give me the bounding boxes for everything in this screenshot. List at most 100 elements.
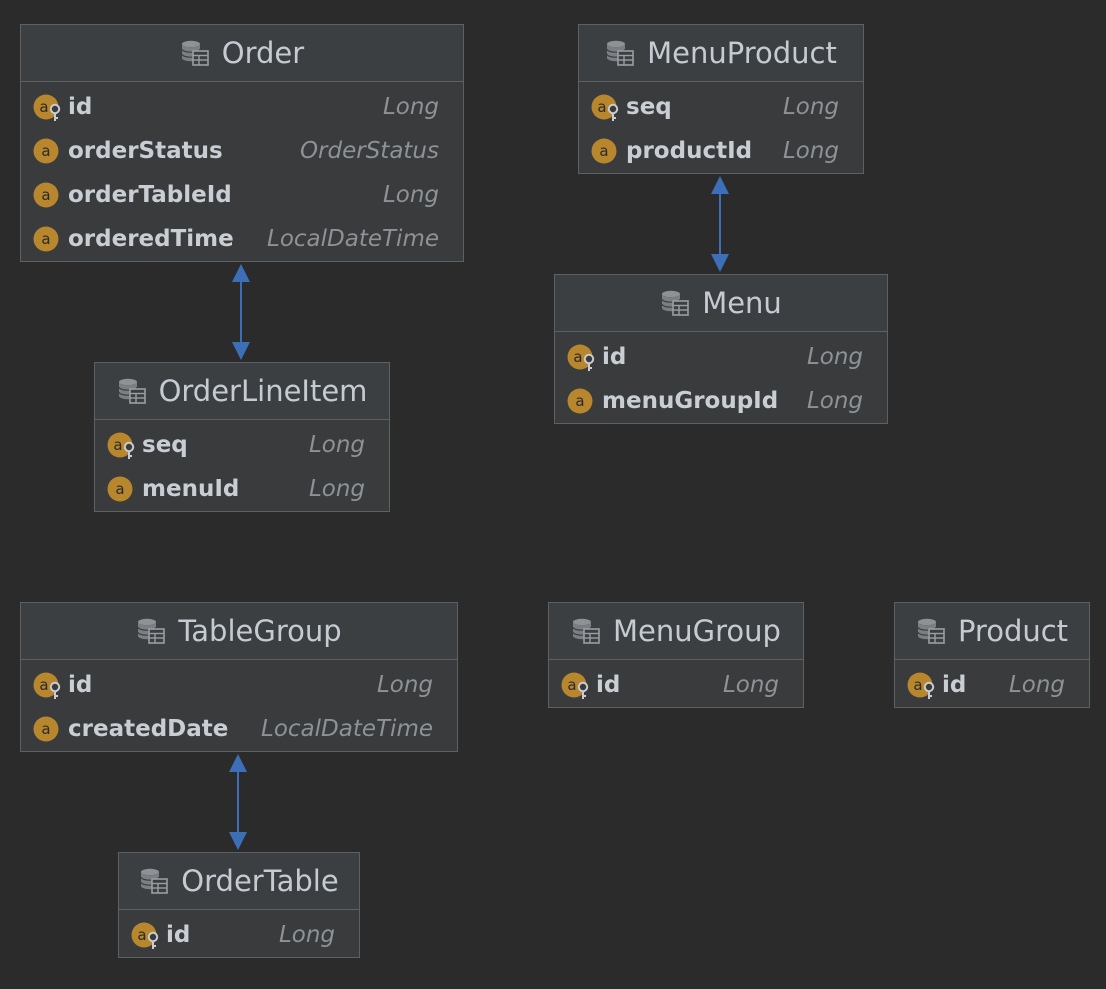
database-table-icon	[117, 376, 147, 406]
field-type: Long	[382, 94, 439, 120]
field-name: id	[602, 344, 627, 370]
field-row[interactable]: createdDate LocalDateTime	[21, 707, 457, 751]
entity-header: MenuGroup	[549, 603, 803, 660]
entity-header: Product	[895, 603, 1089, 660]
entity-title: TableGroup	[178, 614, 342, 648]
field-row[interactable]: orderTableId Long	[21, 173, 463, 217]
database-table-icon	[571, 616, 601, 646]
entity-title: OrderLineItem	[158, 374, 368, 408]
field-name: id	[68, 672, 93, 698]
attribute-icon	[33, 180, 63, 210]
database-table-icon	[605, 38, 635, 68]
entity-title: MenuGroup	[613, 614, 781, 648]
field-row[interactable]: orderedTime LocalDateTime	[21, 217, 463, 261]
field-name: orderedTime	[68, 226, 234, 252]
relation-menuproduct-menu[interactable]	[711, 176, 729, 272]
field-type: Long	[722, 672, 779, 698]
primary-key-attribute-icon	[561, 670, 591, 700]
field-row[interactable]: seq Long	[579, 85, 863, 129]
arrowhead-up-icon	[229, 754, 247, 772]
arrowhead-down-icon	[232, 342, 250, 360]
entity-ordertable[interactable]: OrderTable id Long	[118, 852, 360, 958]
field-type: Long	[382, 182, 439, 208]
entity-header: TableGroup	[21, 603, 457, 660]
entity-order[interactable]: Order id Long orderStatus OrderStatus or…	[20, 24, 464, 262]
database-table-icon	[660, 288, 690, 318]
field-row[interactable]: id Long	[549, 663, 803, 707]
field-row[interactable]: seq Long	[95, 423, 389, 467]
entity-header: OrderTable	[119, 853, 359, 910]
field-row[interactable]: id Long	[21, 663, 457, 707]
entity-title: MenuProduct	[647, 36, 837, 70]
primary-key-attribute-icon	[33, 670, 63, 700]
entity-menuproduct[interactable]: MenuProduct seq Long productId Long	[578, 24, 864, 174]
entity-header: Menu	[555, 275, 887, 332]
relation-order-orderlineitem[interactable]	[232, 264, 250, 360]
entity-header: Order	[21, 25, 463, 82]
primary-key-attribute-icon	[591, 92, 621, 122]
entity-header: MenuProduct	[579, 25, 863, 82]
database-table-icon	[180, 38, 210, 68]
field-name: seq	[626, 94, 672, 120]
entity-orderlineitem[interactable]: OrderLineItem seq Long menuId Long	[94, 362, 390, 512]
field-row[interactable]: id Long	[119, 913, 359, 957]
attribute-icon	[107, 474, 137, 504]
arrowhead-down-icon	[229, 832, 247, 850]
field-row[interactable]: id Long	[21, 85, 463, 129]
entity-tablegroup[interactable]: TableGroup id Long createdDate LocalDate…	[20, 602, 458, 752]
entity-menugroup[interactable]: MenuGroup id Long	[548, 602, 804, 708]
entity-header: OrderLineItem	[95, 363, 389, 420]
attribute-icon	[567, 386, 597, 416]
relation-tablegroup-ordertable[interactable]	[229, 754, 247, 850]
field-type: Long	[278, 922, 335, 948]
entity-title: Product	[957, 614, 1069, 648]
field-type: Long	[308, 432, 365, 458]
field-type: OrderStatus	[299, 138, 439, 164]
field-name: id	[596, 672, 621, 698]
field-name: id	[942, 672, 967, 698]
field-type: Long	[1008, 672, 1065, 698]
field-type: Long	[782, 138, 839, 164]
field-type: Long	[806, 344, 863, 370]
arrowhead-up-icon	[711, 176, 729, 194]
field-name: menuGroupId	[602, 388, 779, 414]
attribute-icon	[33, 136, 63, 166]
field-type: Long	[806, 388, 863, 414]
field-name: seq	[142, 432, 188, 458]
entity-menu[interactable]: Menu id Long menuGroupId Long	[554, 274, 888, 424]
database-table-icon	[136, 616, 166, 646]
database-table-icon	[139, 866, 169, 896]
entity-product[interactable]: Product id Long	[894, 602, 1090, 708]
arrowhead-down-icon	[711, 254, 729, 272]
primary-key-attribute-icon	[131, 920, 161, 950]
field-row[interactable]: orderStatus OrderStatus	[21, 129, 463, 173]
field-name: id	[166, 922, 191, 948]
primary-key-attribute-icon	[33, 92, 63, 122]
field-row[interactable]: id Long	[895, 663, 1089, 707]
entity-title: Menu	[702, 286, 782, 320]
field-name: productId	[626, 138, 753, 164]
attribute-icon	[33, 714, 63, 744]
field-type: Long	[308, 476, 365, 502]
field-row[interactable]: menuGroupId Long	[555, 379, 887, 423]
field-type: Long	[376, 672, 433, 698]
field-type: LocalDateTime	[267, 226, 439, 252]
field-name: id	[68, 94, 93, 120]
field-name: createdDate	[68, 716, 229, 742]
field-row[interactable]: menuId Long	[95, 467, 389, 511]
field-name: orderTableId	[68, 182, 232, 208]
field-row[interactable]: id Long	[555, 335, 887, 379]
primary-key-attribute-icon	[907, 670, 937, 700]
attribute-icon	[33, 224, 63, 254]
database-table-icon	[916, 616, 946, 646]
field-type: LocalDateTime	[261, 716, 433, 742]
attribute-icon	[591, 136, 621, 166]
field-name: menuId	[142, 476, 240, 502]
field-name: orderStatus	[68, 138, 223, 164]
field-row[interactable]: productId Long	[579, 129, 863, 173]
entity-title: Order	[221, 36, 305, 70]
entity-title: OrderTable	[181, 864, 339, 898]
primary-key-attribute-icon	[567, 342, 597, 372]
arrowhead-up-icon	[232, 264, 250, 282]
